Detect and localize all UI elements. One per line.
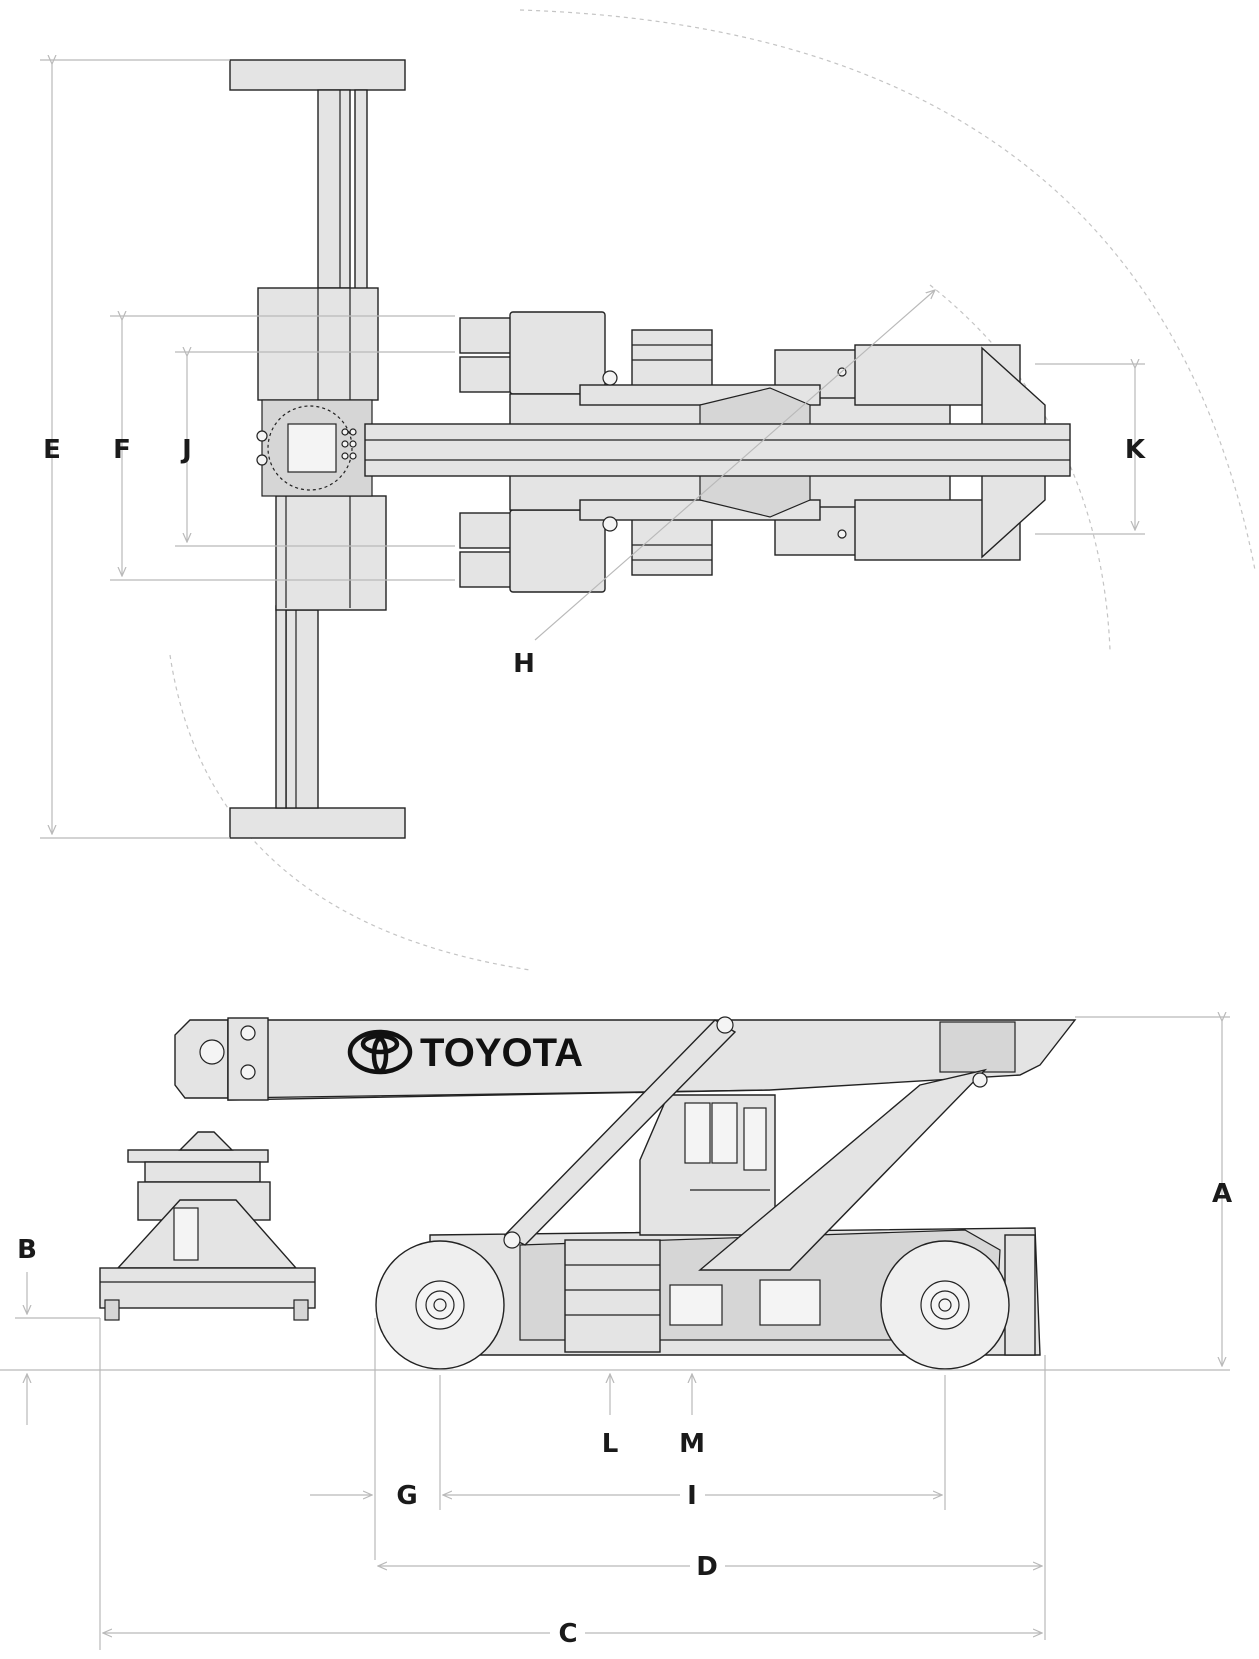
dimension-label-f: F <box>113 435 131 465</box>
spreader-top <box>229 59 406 839</box>
top-view: E F J K H <box>40 9 1256 971</box>
chassis-top <box>364 311 1071 593</box>
dimension-label-j: J <box>180 435 192 465</box>
brand-logo-text: TOYOTA <box>420 1031 583 1075</box>
side-view: TOYOTA A B L M G <box>0 1017 1232 1650</box>
dimension-label-b: B <box>17 1235 37 1265</box>
dimension-label-i: I <box>687 1481 697 1511</box>
brand-logo: TOYOTA <box>347 1029 583 1075</box>
turning-radius-arc-inner <box>929 284 1111 651</box>
turning-radius-arc-lower <box>169 654 531 971</box>
dimension-label-h: H <box>513 649 535 679</box>
dimension-label-a: A <box>1212 1179 1232 1209</box>
boom-side <box>227 1016 1077 1271</box>
dimensions-top <box>40 60 1145 839</box>
dimension-label-c: C <box>558 1619 577 1649</box>
turning-radius-arc-outer <box>519 9 1256 571</box>
dimension-label-k: K <box>1125 435 1146 465</box>
dimension-label-e: E <box>43 435 61 465</box>
dimension-label-d: D <box>696 1552 718 1582</box>
dimension-label-m: M <box>679 1429 705 1459</box>
truck-side <box>375 1094 1041 1370</box>
dimension-label-l: L <box>602 1429 619 1459</box>
dimensions-side <box>0 1017 1230 1650</box>
dimension-label-g: G <box>396 1481 417 1511</box>
spreader-side <box>99 1019 316 1321</box>
